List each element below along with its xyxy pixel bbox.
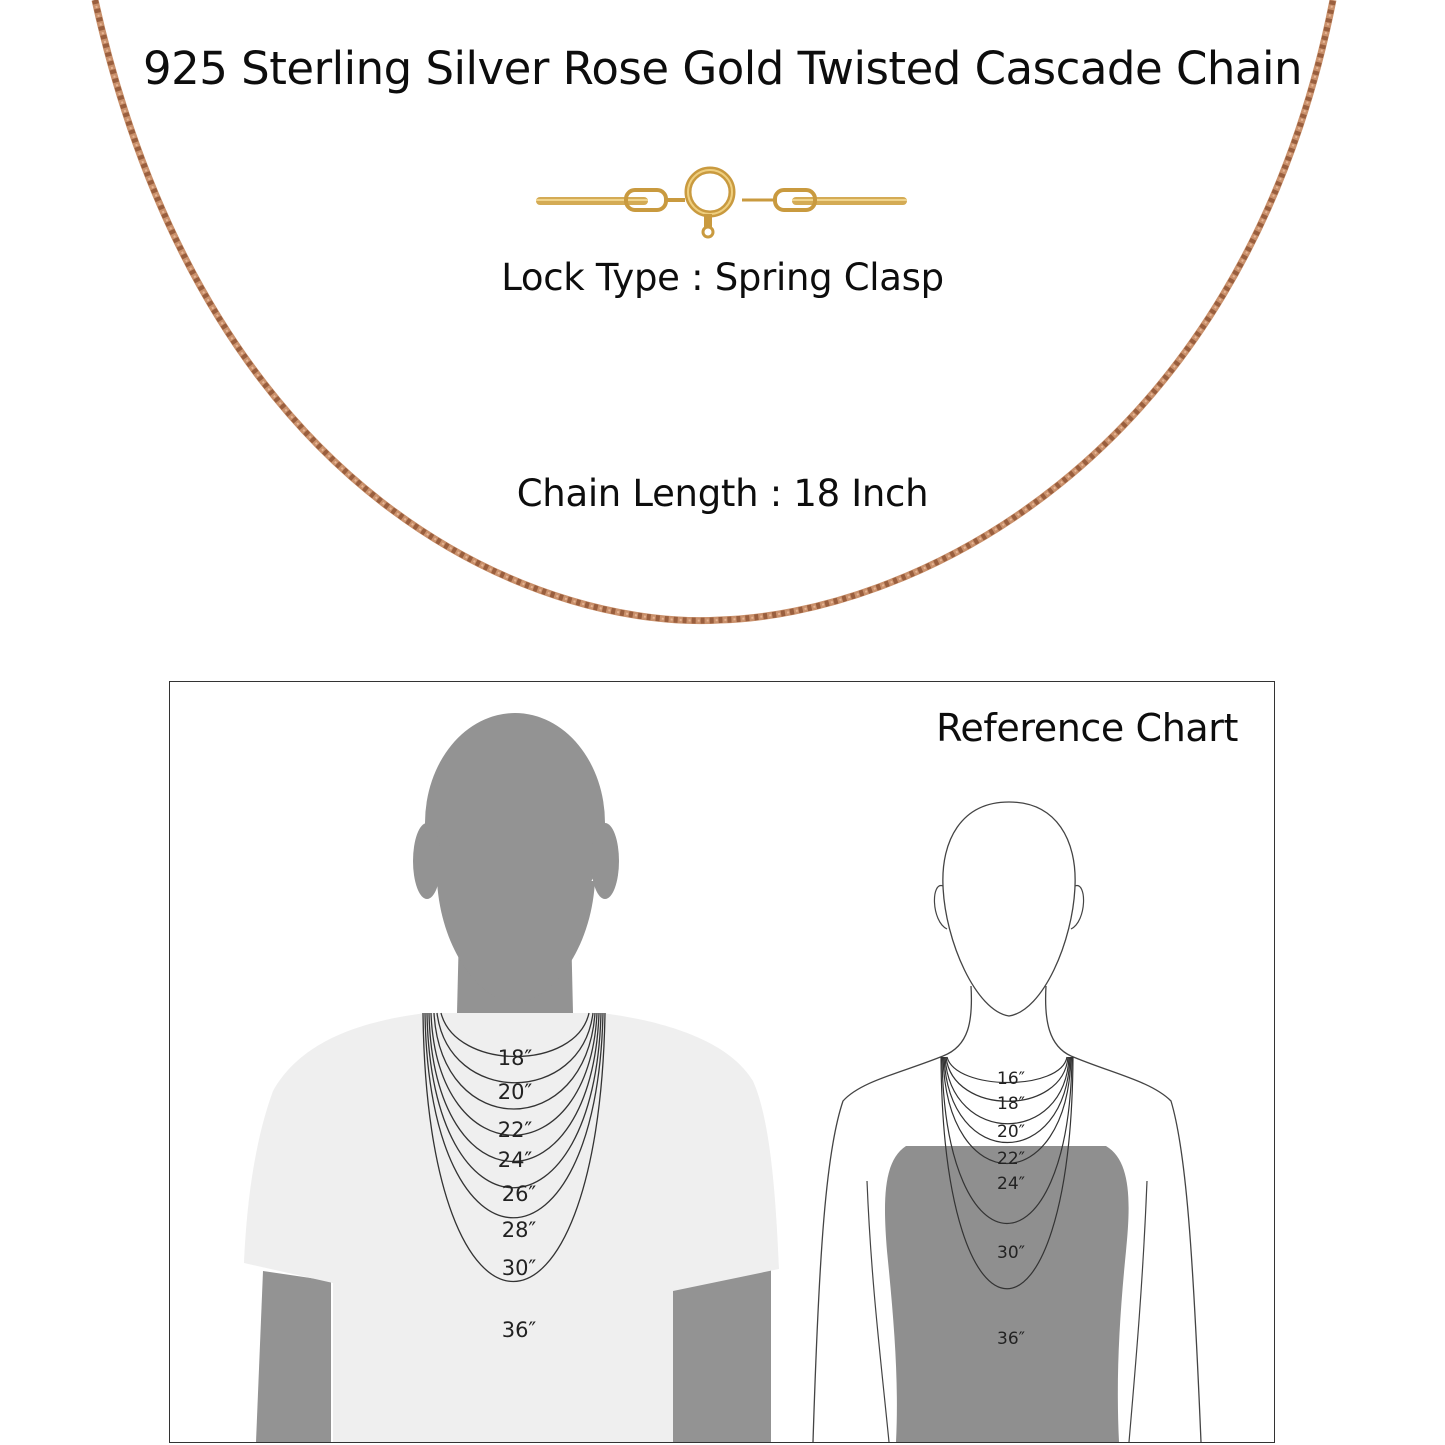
woman-length-label: 22″	[997, 1149, 1025, 1169]
man-length-label: 22″	[498, 1118, 533, 1142]
reference-chart: Reference Chart	[169, 681, 1275, 1443]
reference-figures: 18″ 20″ 22″ 24″ 26″ 28″ 30″ 36″	[244, 713, 1202, 1442]
man-length-label: 26″	[502, 1182, 537, 1206]
woman-length-label: 24″	[997, 1174, 1025, 1194]
man-length-label: 30″	[502, 1256, 537, 1280]
woman-figure: 16″ 18″ 20″ 22″ 24″ 30″ 36″	[812, 801, 1202, 1442]
product-title: 925 Sterling Silver Rose Gold Twisted Ca…	[142, 42, 1303, 95]
chain-length-label: Chain Length : 18 Inch	[516, 472, 929, 515]
woman-length-label: 30″	[997, 1243, 1025, 1263]
man-length-label: 28″	[502, 1218, 537, 1242]
spring-clasp-image	[536, 166, 907, 239]
man-figure: 18″ 20″ 22″ 24″ 26″ 28″ 30″ 36″	[244, 713, 779, 1442]
man-length-label: 20″	[498, 1080, 533, 1104]
woman-length-label: 20″	[997, 1122, 1025, 1142]
woman-length-label: 36″	[997, 1329, 1025, 1349]
lock-type-label: Lock Type : Spring Clasp	[501, 256, 944, 299]
man-length-label: 18″	[498, 1046, 533, 1070]
chain-illustration	[91, 0, 1337, 625]
man-length-label: 36″	[502, 1318, 537, 1342]
woman-length-label: 18″	[997, 1094, 1025, 1114]
woman-length-label: 16″	[997, 1069, 1025, 1089]
reference-chart-title: Reference Chart	[936, 706, 1238, 750]
man-length-label: 24″	[498, 1148, 533, 1172]
